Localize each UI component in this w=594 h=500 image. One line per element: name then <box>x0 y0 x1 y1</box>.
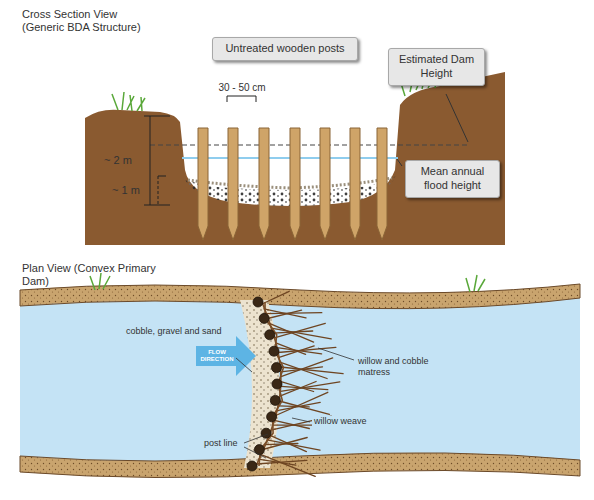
willow-branch <box>276 392 328 415</box>
wooden-post <box>320 128 330 240</box>
willow-branch <box>280 367 343 374</box>
willow-mattress <box>256 291 343 476</box>
box-text: Untreated wooden posts <box>225 42 344 54</box>
wooden-posts <box>198 128 387 240</box>
willow-branch <box>256 460 307 464</box>
post-top <box>272 379 282 389</box>
flow-label: FLOW DIRECTION <box>196 349 238 363</box>
callout-box: Estimated Dam Height <box>388 48 485 86</box>
part-label: willow weave <box>312 416 369 427</box>
willow-branch <box>266 313 322 314</box>
part-label: willow and cobble matress <box>356 356 438 378</box>
part-label: post line <box>204 438 238 449</box>
dimension-lines <box>144 96 256 205</box>
weave-line <box>259 302 284 466</box>
wooden-post <box>259 128 269 240</box>
river-water <box>20 296 580 464</box>
wooden-post <box>350 128 360 240</box>
post-line <box>247 297 282 471</box>
post-top <box>270 395 280 405</box>
callout-box: Mean annual flood height <box>405 160 500 198</box>
willow-branch <box>280 362 327 378</box>
post-top <box>253 297 263 307</box>
post-top <box>272 363 282 373</box>
post-top <box>269 346 279 356</box>
willow-branch <box>268 310 302 318</box>
dimension-label: ~ 1 m <box>112 184 140 197</box>
dimension-label: 30 - 50 cm <box>212 82 272 94</box>
willow-branch <box>262 291 289 304</box>
bottom-bank <box>20 453 580 478</box>
willow-branch <box>261 454 316 476</box>
post-top <box>261 428 271 438</box>
dimension-label: ~ 2 m <box>104 154 132 167</box>
willow-branch <box>279 346 314 357</box>
willow-branch <box>274 323 325 338</box>
ground <box>85 72 505 245</box>
willow-weave <box>256 302 284 466</box>
flow-arrow <box>196 336 256 376</box>
wooden-post <box>198 128 208 240</box>
leader-lines <box>397 94 468 166</box>
leader-lines <box>236 348 354 458</box>
box-text: Estimated Dam Height <box>399 53 474 79</box>
view-title: Plan View (Convex Primary Dam) <box>22 262 172 288</box>
box-text: Mean annual flood height <box>421 165 485 191</box>
grass <box>90 273 485 292</box>
willow-branch <box>280 382 316 397</box>
weave-line <box>256 302 281 466</box>
post-top <box>247 461 257 471</box>
willow-branch <box>277 402 320 410</box>
post-top <box>265 330 275 340</box>
willow-branch <box>274 420 309 428</box>
wooden-post <box>228 128 238 240</box>
part-label: cobble, gravel and sand <box>126 326 222 337</box>
view-title: Cross Section View (Generic BDA Structur… <box>22 8 152 34</box>
post-top <box>267 412 277 422</box>
willow-branch <box>281 358 333 377</box>
wooden-post <box>290 128 300 240</box>
post-top <box>259 313 269 323</box>
callout-box: Untreated wooden posts <box>212 37 358 61</box>
wooden-post <box>377 128 387 240</box>
